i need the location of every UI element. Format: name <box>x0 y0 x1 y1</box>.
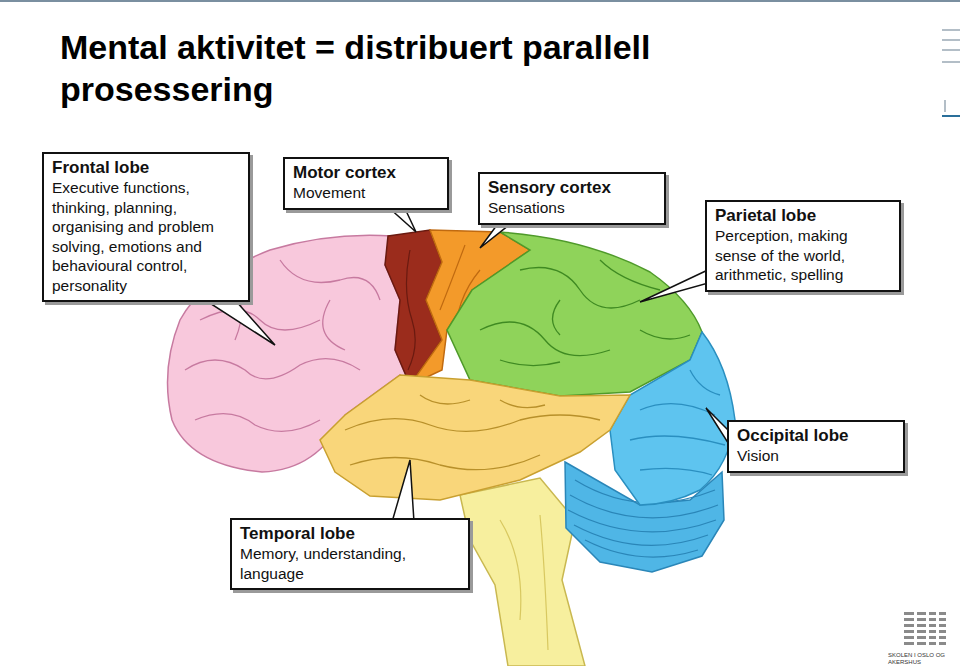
lobe-function: Vision <box>737 446 895 466</box>
lobe-function: Executive functions, thinking, planning,… <box>52 178 240 295</box>
callout-box: Temporal lobeMemory, understanding, lang… <box>230 518 470 590</box>
slide-title: Mental aktivitet = distribuert parallell… <box>60 26 700 110</box>
callout-box: Occipital lobeVision <box>727 420 905 473</box>
callout-box: Parietal lobePerception, making sense of… <box>705 200 901 292</box>
lobe-name: Sensory cortex <box>488 178 656 198</box>
callout-box: Sensory cortexSensations <box>478 172 666 225</box>
lobe-name: Parietal lobe <box>715 206 891 226</box>
lobe-function: Memory, understanding, language <box>240 544 460 583</box>
lobe-function: Movement <box>293 183 439 203</box>
lobe-name: Motor cortex <box>293 163 439 183</box>
lobe-function: Sensations <box>488 198 656 218</box>
lobe-name: Occipital lobe <box>737 426 895 446</box>
lobe-name: Frontal lobe <box>52 158 240 178</box>
lobe-name: Temporal lobe <box>240 524 460 544</box>
lobe-function: Perception, making sense of the world, a… <box>715 226 891 285</box>
callout-box: Frontal lobeExecutive functions, thinkin… <box>42 152 250 302</box>
logo-text: SKOLEN I OSLO OG AKERSHUS <box>888 652 958 666</box>
callout-box: Motor cortexMovement <box>283 157 449 210</box>
